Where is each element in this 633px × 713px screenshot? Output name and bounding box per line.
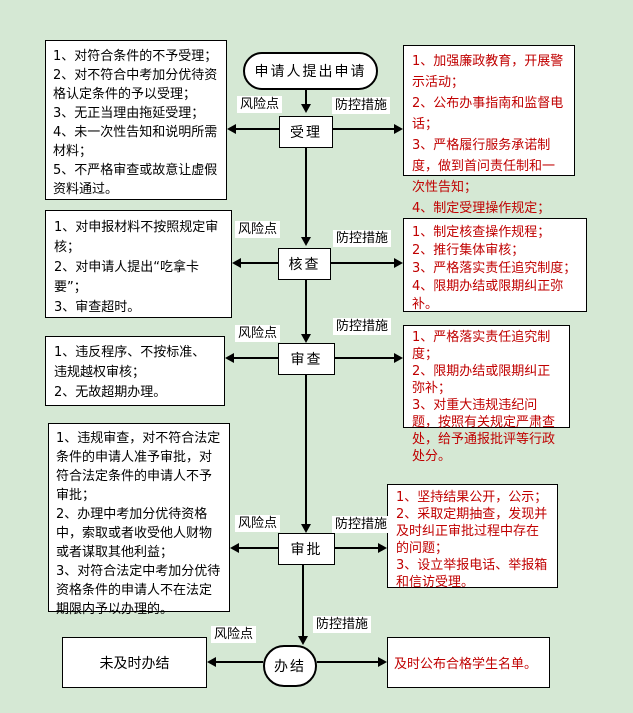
measure-box-2: 1、制定核查操作规程； 2、推行集体审核； 3、严格落实责任追究制度； 4、限期… — [403, 218, 587, 312]
measure-label-1: 防控措施 — [332, 97, 391, 114]
arrow-stage4-to-measure4 — [335, 547, 378, 549]
arrow-stage1-to-stage2 — [305, 148, 307, 237]
risk-point-label-1: 风险点 — [237, 96, 283, 113]
end-node-label: 办结 — [274, 659, 306, 675]
stage-node-4: 审批 — [278, 533, 335, 565]
arrow-end-to-risk5 — [216, 661, 263, 663]
risk-point-label-2: 风险点 — [235, 221, 281, 238]
risk-box-4: 1、违规审查，对不符合法定条件的申请人准予审批，对符合法定条件的申请人不予审批；… — [48, 423, 230, 617]
risk-point-label-4: 风险点 — [235, 515, 281, 532]
arrow-stage3-to-stage4 — [305, 375, 307, 524]
stage-node-2: 核查 — [278, 248, 331, 280]
stage-node-2-label: 核查 — [288, 257, 321, 273]
measure-label-2: 防控措施 — [333, 230, 392, 247]
measure-label-3: 防控措施 — [333, 318, 392, 335]
arrowhead-down-5 — [298, 636, 308, 645]
arrowhead-right-2 — [394, 258, 403, 268]
stage-node-1-label: 受理 — [290, 125, 322, 141]
end-node: 办结 — [263, 645, 317, 687]
arrowhead-down-4 — [301, 524, 311, 533]
arrow-stage4-to-end — [302, 565, 304, 636]
arrowhead-right-4 — [378, 543, 387, 553]
start-node-label: 申请人提出申请 — [254, 64, 367, 80]
measure-label-5: 防控措施 — [313, 616, 372, 633]
stage-node-3: 审查 — [278, 343, 335, 375]
arrow-stage3-to-risk3 — [234, 357, 278, 359]
arrow-stage2-to-risk2 — [241, 262, 278, 264]
arrow-stage2-to-stage3 — [305, 280, 307, 334]
risk-box-5: 未及时办结 — [62, 637, 207, 688]
arrowhead-down-3 — [301, 334, 311, 343]
risk-box-3: 1、违反程序、不按标准、违规越权审核； 2、无故超期办理。 — [45, 336, 225, 406]
arrowhead-left-3 — [225, 353, 234, 363]
risk-box-1: 1、对符合条件的不予受理； 2、对不符合中考加分优待资格认定条件的予以受理； 3… — [45, 40, 227, 200]
arrowhead-left-5 — [207, 657, 216, 667]
measure-box-5: 及时公布合格学生名单。 — [387, 637, 550, 688]
arrow-stage4-to-risk4 — [239, 547, 278, 549]
arrowhead-left-1 — [227, 124, 236, 134]
arrowhead-left-4 — [230, 543, 239, 553]
arrow-stage1-to-risk1 — [236, 128, 279, 130]
measure-label-4: 防控措施 — [332, 516, 391, 533]
arrowhead-down-1 — [301, 104, 311, 113]
risk-box-2: 1、对申报材料不按照规定审核； 2、对申请人提出“吃拿卡要”； 3、审查超时。 — [45, 210, 232, 318]
risk-point-label-5: 风险点 — [211, 626, 257, 643]
stage-node-4-label: 审批 — [290, 542, 323, 558]
arrow-stage3-to-measure3 — [335, 357, 394, 359]
start-node: 申请人提出申请 — [243, 52, 378, 90]
arrow-end-to-measure5 — [317, 661, 378, 663]
measure-box-1: 1、加强廉政教育，开展警示活动； 2、公布办事指南和监督电话； 3、严格履行服务… — [403, 45, 575, 216]
arrow-start-to-stage1 — [305, 90, 307, 106]
arrowhead-down-2 — [301, 237, 311, 246]
arrow-stage2-to-measure2 — [331, 262, 394, 264]
stage-node-1: 受理 — [279, 116, 333, 148]
arrow-stage1-to-measure1 — [333, 128, 394, 130]
arrowhead-right-1 — [394, 124, 403, 134]
arrowhead-right-3 — [394, 353, 403, 363]
measure-box-3: 1、严格落实责任追究制度； 2、限期办结或限期纠正弥补； 3、对重大违规违纪问题… — [403, 325, 570, 464]
measure-box-4: 1、坚持结果公开，公示； 2、采取定期抽查，发现并及时纠正审批过程中存在的问题；… — [387, 484, 558, 590]
arrowhead-left-2 — [232, 258, 241, 268]
risk-point-label-3: 风险点 — [235, 325, 281, 342]
stage-node-3-label: 审查 — [290, 352, 323, 368]
arrowhead-right-5 — [378, 657, 387, 667]
